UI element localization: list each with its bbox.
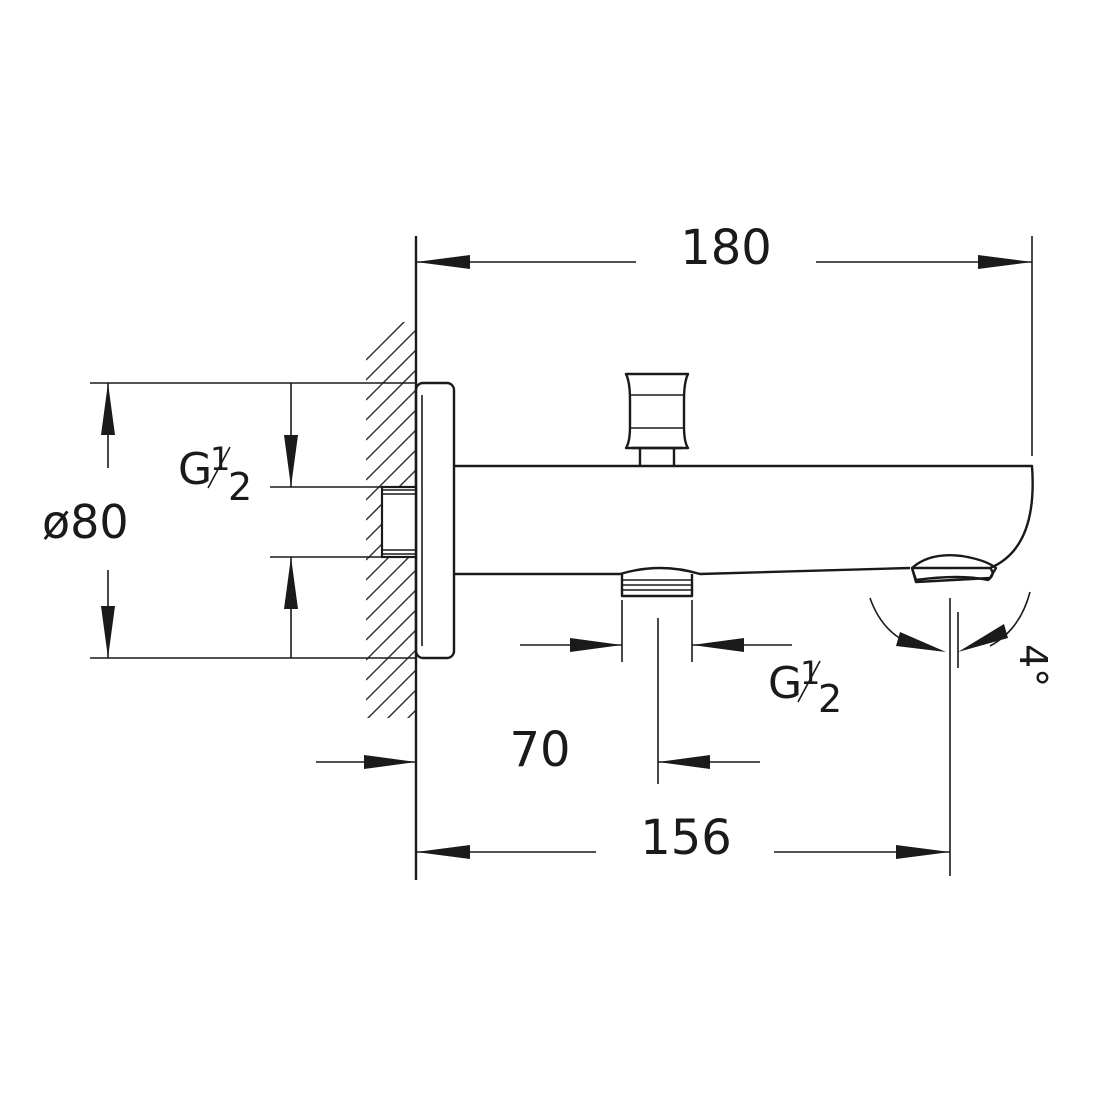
wall-thread-label: G 1 2 (178, 440, 252, 509)
dimension-outlet-length (416, 598, 951, 876)
dimension-diverter-offset (316, 618, 760, 784)
dimension-flange-diameter (90, 382, 416, 659)
dimension-wall-thread (270, 383, 382, 658)
svg-text:1: 1 (210, 440, 230, 478)
flange-diameter-label: ø80 (42, 495, 129, 549)
outlet-length-label: 156 (640, 810, 732, 866)
svg-text:2: 2 (818, 677, 842, 721)
overall-length-label: 180 (680, 220, 772, 276)
diverter-knob (624, 372, 690, 466)
diverter-offset-label: 70 (509, 722, 570, 778)
svg-text:1: 1 (800, 654, 820, 692)
svg-text:2: 2 (228, 465, 252, 509)
dimension-spout-angle (869, 591, 1031, 668)
bottom-outlet-thread (620, 574, 694, 598)
svg-text:G: G (768, 658, 802, 709)
svg-text:G: G (178, 444, 212, 495)
outlet-thread-label: G 1 2 (768, 654, 842, 721)
wall-connection-thread (380, 485, 418, 559)
dimension-overall-length (416, 236, 1033, 456)
spout-angle-label: 4° (1011, 644, 1055, 687)
spout-body (454, 464, 1034, 582)
dimension-outlet-thread (520, 600, 792, 662)
spout-aerator (910, 554, 998, 584)
wall-flange (414, 381, 456, 660)
